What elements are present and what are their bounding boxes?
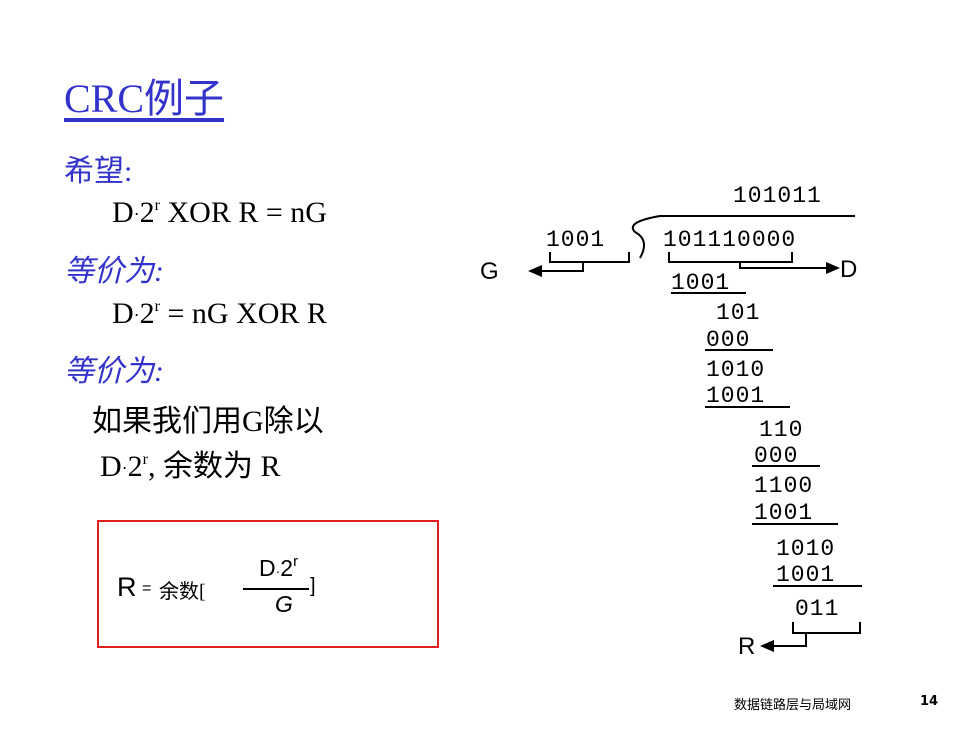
eq2-d: D bbox=[112, 297, 134, 330]
num-dot: · bbox=[275, 563, 281, 579]
quotient: 101011 bbox=[733, 183, 822, 209]
slide-title: CRC例子 bbox=[64, 76, 225, 121]
equiv-label-1: 等价为: bbox=[64, 255, 164, 288]
step-4: 1010 bbox=[706, 357, 766, 383]
step-6: 110 bbox=[759, 417, 804, 443]
r-arrow-head bbox=[760, 640, 774, 652]
eq2-two: 2 bbox=[139, 297, 155, 330]
step-7: 000 bbox=[754, 443, 799, 469]
desc-exp: r bbox=[142, 451, 148, 468]
desc-dot: · bbox=[121, 458, 128, 478]
num-exp: r bbox=[293, 553, 299, 570]
remainder-brace bbox=[792, 622, 861, 634]
step-11: 1001 bbox=[776, 562, 836, 588]
footer-text: 数据链路层与局域网 bbox=[734, 698, 852, 713]
equation-1: D·2r XOR R = nG bbox=[112, 196, 327, 230]
page-number: 14 bbox=[920, 694, 939, 709]
eq1-two: 2 bbox=[139, 196, 155, 229]
step-1: 1001 bbox=[671, 270, 731, 296]
step-2: 101 bbox=[716, 300, 761, 326]
division-bracket bbox=[631, 215, 855, 259]
label-g: G bbox=[480, 258, 499, 285]
eq1-exp: r bbox=[154, 197, 160, 214]
eq2-exp: r bbox=[154, 298, 160, 315]
step-3: 000 bbox=[706, 327, 751, 353]
desc-rest: , 余数为 R bbox=[148, 450, 281, 483]
desc-two: 2 bbox=[127, 450, 143, 483]
r-arrow-line bbox=[772, 633, 807, 647]
eq2-rest: = nG XOR R bbox=[160, 297, 327, 330]
label-r: R bbox=[738, 633, 756, 660]
eq2-dot: · bbox=[133, 305, 140, 325]
label-d: D bbox=[840, 256, 858, 283]
description-line-2: D·2r, 余数为 R bbox=[100, 441, 281, 485]
description-line-1: 如果我们用G除以 bbox=[92, 405, 324, 438]
formula-r: R bbox=[117, 572, 137, 602]
formula-word: 余数[ bbox=[159, 581, 206, 603]
eq1-dot: · bbox=[133, 204, 140, 224]
d-arrow-head bbox=[826, 262, 840, 274]
formula-denominator: G bbox=[275, 591, 293, 617]
formula-equals: = bbox=[142, 580, 152, 597]
d-arrow-line bbox=[739, 262, 828, 269]
formula-close: ] bbox=[310, 575, 316, 597]
hope-label: 希望: bbox=[64, 155, 133, 188]
step-10: 1010 bbox=[776, 536, 836, 562]
formula-numerator: D·2r bbox=[259, 553, 299, 582]
equation-2: D·2r = nG XOR R bbox=[112, 297, 327, 331]
g-arrow-line bbox=[540, 262, 584, 272]
dividend: 101110000 bbox=[663, 227, 797, 253]
divisor-brace bbox=[549, 252, 630, 263]
step-8: 1100 bbox=[754, 473, 814, 499]
desc-d: D bbox=[100, 450, 122, 483]
formula-box: R = 余数[ D·2r G ] bbox=[97, 520, 439, 648]
dividend-brace bbox=[668, 252, 793, 263]
fraction-bar bbox=[243, 588, 309, 590]
equiv-label-2: 等价为: bbox=[64, 355, 164, 388]
num-d: D bbox=[259, 555, 276, 581]
step-9: 1001 bbox=[754, 500, 814, 526]
g-arrow-head bbox=[528, 265, 542, 277]
eq1-rest: XOR R = nG bbox=[160, 196, 327, 229]
divisor: 1001 bbox=[546, 227, 606, 253]
eq1-d: D bbox=[112, 196, 134, 229]
num-two: 2 bbox=[280, 555, 294, 581]
step-5: 1001 bbox=[706, 383, 766, 409]
step-12: 011 bbox=[795, 596, 840, 622]
